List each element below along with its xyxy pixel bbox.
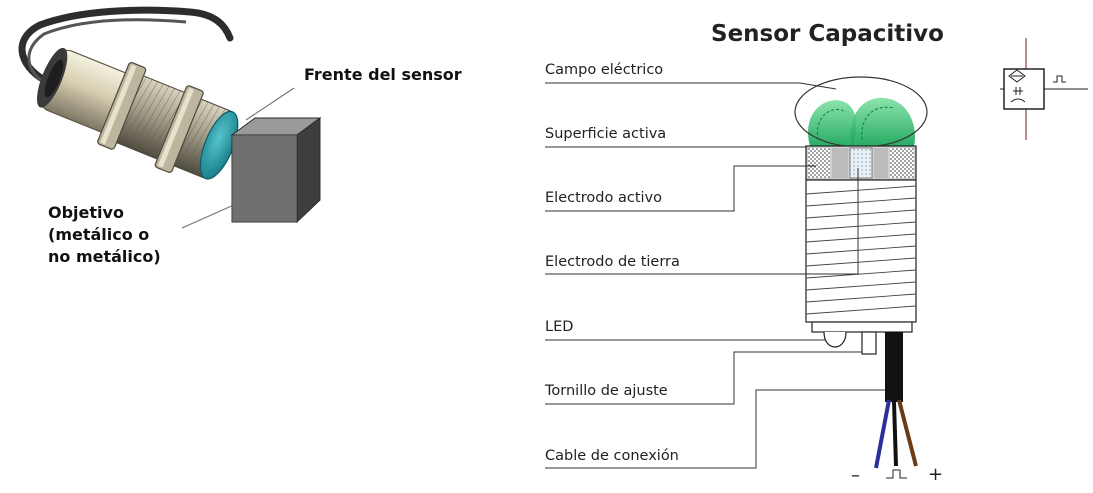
led-indicator [823, 331, 847, 348]
wire-blue [874, 399, 891, 469]
label-ground-electrode: Electrodo de tierra [545, 254, 680, 270]
label-led: LED [545, 319, 573, 335]
label-electric-field: Campo eléctrico [545, 62, 663, 78]
label-active-surface: Superficie activa [545, 126, 666, 142]
target-label-line3: no metálico) [48, 247, 161, 266]
target-label-line1: Objetivo [48, 203, 124, 222]
sensor-schematic-body [805, 145, 918, 479]
schematic-background [530, 12, 1075, 492]
label-cable: Cable de conexión [545, 448, 679, 464]
wire-brown [897, 399, 918, 467]
plus-sign: + [928, 464, 943, 485]
adjust-screw [861, 331, 877, 355]
target-leader-line [181, 203, 237, 229]
label-adjust-screw: Tornillo de ajuste [544, 383, 668, 399]
diagram-title: Sensor Capacitivo [711, 21, 944, 47]
ground-electrode-segment [849, 147, 873, 179]
target-label-line2: (metálico o [48, 225, 149, 244]
connection-cable [885, 332, 903, 402]
target-block [230, 117, 322, 224]
sensor-3d-drawing [18, 6, 322, 229]
front-leader-line [245, 87, 295, 121]
housing-base [811, 321, 913, 333]
label-active-electrode: Electrodo activo [545, 190, 662, 206]
front-label: Frente del sensor [304, 65, 462, 84]
capacitive-symbol-icon [1000, 38, 1088, 140]
schematic-labels: Campo eléctrico Superficie activa Electr… [544, 62, 885, 469]
electric-field-lobes [794, 76, 928, 148]
minus-sign: – [851, 465, 860, 486]
sensor-cable [18, 6, 234, 88]
